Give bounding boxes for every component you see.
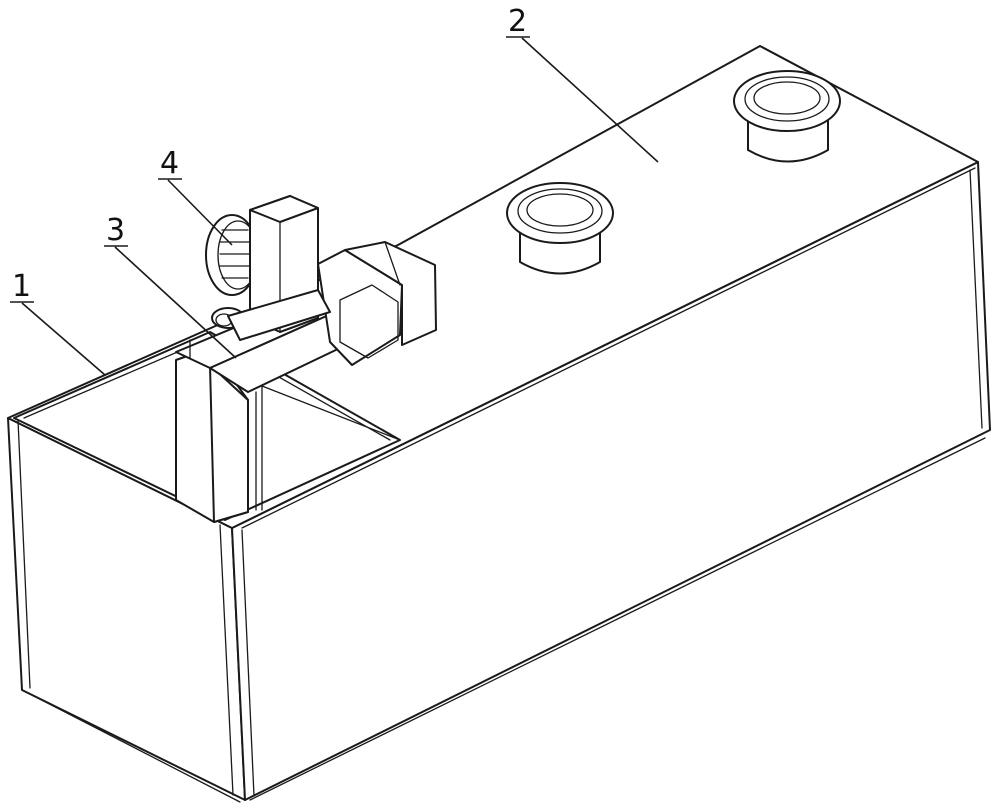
outlet-port-left	[506, 182, 614, 275]
leader-3	[114, 246, 237, 359]
label-part-4: 4	[160, 146, 179, 181]
label-part-1: 1	[12, 269, 31, 304]
leader-2	[521, 37, 659, 163]
outlet-port-right	[733, 70, 841, 163]
label-part-2: 2	[508, 4, 527, 39]
label-part-3: 3	[106, 213, 125, 248]
leader-1	[21, 302, 106, 376]
motor	[317, 241, 437, 366]
leader-4	[167, 179, 233, 246]
gear-assembly	[205, 195, 331, 341]
